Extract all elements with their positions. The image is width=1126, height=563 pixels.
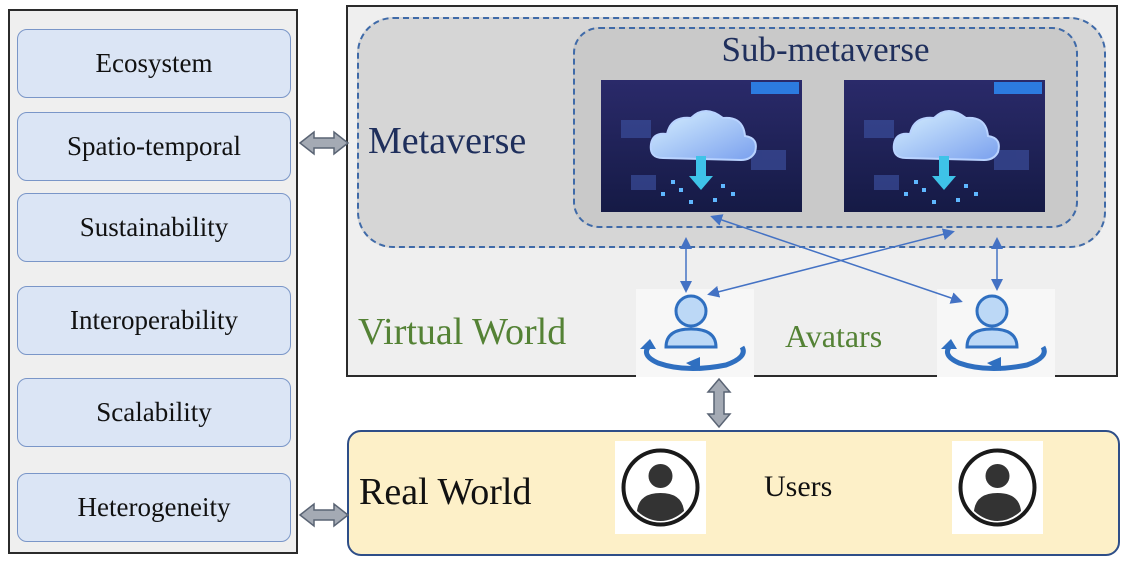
- property-heterogeneity: Heterogeneity: [17, 473, 291, 542]
- property-spatio-temporal: Spatio-temporal: [17, 112, 291, 181]
- metaverse-label: Metaverse: [368, 120, 527, 162]
- arrow-screen1-avatar2: [710, 214, 963, 304]
- property-ecosystem: Ecosystem: [17, 29, 291, 98]
- property-interoperability: Interoperability: [17, 286, 291, 355]
- property-scalability: Scalability: [17, 378, 291, 447]
- double-arrow-properties-real-world: [298, 502, 350, 528]
- real-world-label: Real World: [359, 471, 532, 513]
- user-circle-icon: [615, 441, 706, 534]
- virtual-world-label: Virtual World: [358, 311, 567, 353]
- cloud-download-icon: [844, 80, 1045, 212]
- double-arrow-properties-metaverse: [298, 130, 350, 156]
- sub-metaverse-label: Sub-metaverse: [721, 30, 930, 69]
- double-arrow-virtual-real: [706, 377, 732, 429]
- cloud-download-icon: [601, 80, 802, 212]
- rotating-person-icon: [937, 289, 1055, 377]
- property-sustainability: Sustainability: [17, 193, 291, 262]
- properties-panel: [8, 9, 298, 554]
- arrow-screen2-avatar1: [707, 228, 955, 298]
- users-label: Users: [764, 470, 833, 503]
- user-circle-icon: [952, 441, 1043, 534]
- avatars-label: Avatars: [785, 318, 883, 354]
